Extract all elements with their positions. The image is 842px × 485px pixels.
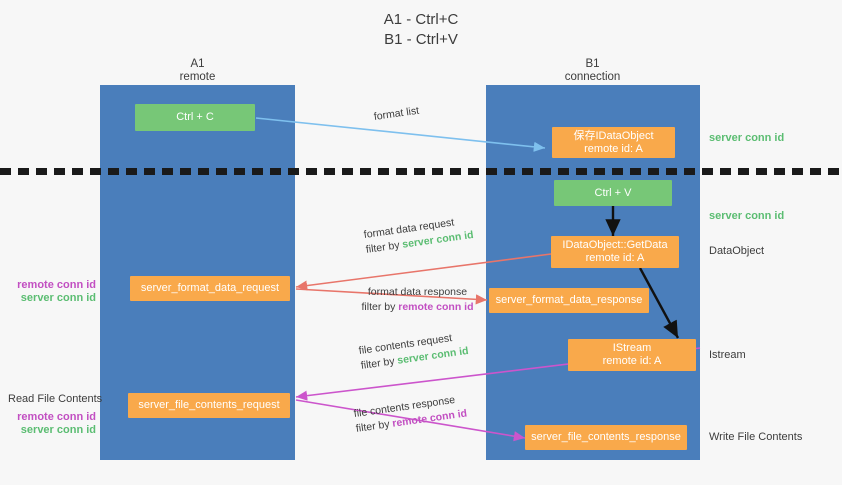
label-right-dataobject: DataObject xyxy=(709,245,765,257)
lane-header-b1-name: B1 xyxy=(585,58,600,70)
label-file-contents-response-filter-prefix: filter by xyxy=(355,417,394,435)
box-idataobject-getdata[interactable]: IDataObject::GetData remote id: A xyxy=(551,236,679,268)
label-right-server-conn-id-mid: server conn id xyxy=(709,210,785,222)
lane-header-a1-sub: remote xyxy=(179,71,216,83)
lane-header-a1: A1 remote xyxy=(140,58,255,84)
page-title: A1 - Ctrl+C B1 - Ctrl+V xyxy=(0,10,842,50)
label-right-istream: Istream xyxy=(709,349,746,361)
label-format-list-text: format list xyxy=(373,104,420,123)
box-ctrl-v[interactable]: Ctrl + V xyxy=(554,180,672,206)
label-format-data-response-filter-key: remote conn id xyxy=(398,301,474,313)
title-line-1: A1 - Ctrl+C xyxy=(383,11,459,28)
label-file-contents-request-filter-prefix: filter by xyxy=(360,354,399,372)
box-istream[interactable]: IStream remote id: A xyxy=(568,339,696,371)
dashed-divider xyxy=(0,168,842,175)
label-file-contents-response: file contents response filter by remote … xyxy=(353,392,468,437)
label-format-list: format list xyxy=(373,104,420,125)
box-server-file-contents-request[interactable]: server_file_contents_request xyxy=(128,393,290,418)
label-left-read-file-contents: Read File Contents xyxy=(8,393,103,405)
box-idataobject-getdata-line2: remote id: A xyxy=(585,252,645,264)
label-left-conn-ids-upper: remote conn id server conn id xyxy=(12,279,96,305)
label-format-data-request: format data request filter by server con… xyxy=(363,213,475,258)
box-server-format-data-request[interactable]: server_format_data_request xyxy=(130,276,290,301)
box-idataobject-save-line1: 保存IDataObject xyxy=(573,129,654,142)
box-ctrl-v-label: Ctrl + V xyxy=(594,186,632,199)
box-server-format-data-response[interactable]: server_format_data_response xyxy=(489,288,649,313)
lane-header-b1: B1 connection xyxy=(535,58,650,84)
label-right-server-conn-id-top: server conn id xyxy=(709,132,785,144)
label-left-remote-conn-id-upper: remote conn id xyxy=(17,279,96,291)
label-right-write-file-contents: Write File Contents xyxy=(709,431,803,443)
label-left-remote-conn-id-lower: remote conn id xyxy=(17,411,96,423)
lane-header-b1-sub: connection xyxy=(564,71,621,83)
box-istream-line2: remote id: A xyxy=(602,355,662,367)
box-ctrl-c[interactable]: Ctrl + C xyxy=(135,104,255,131)
box-server-file-contents-response-label: server_file_contents_response xyxy=(531,431,681,443)
label-format-data-response-filter-prefix: filter by xyxy=(361,301,399,313)
box-idataobject-save-line2: remote id: A xyxy=(584,142,643,155)
title-line-2: B1 - Ctrl+V xyxy=(384,31,458,48)
label-left-server-conn-id-lower: server conn id xyxy=(20,424,96,436)
lane-header-a1-name: A1 xyxy=(190,58,205,70)
box-server-file-contents-response[interactable]: server_file_contents_response xyxy=(525,425,687,450)
label-format-data-request-filter-prefix: filter by xyxy=(365,238,404,256)
box-istream-line1: IStream xyxy=(612,342,652,354)
label-left-server-conn-id-upper: server conn id xyxy=(20,292,96,304)
box-ctrl-c-label: Ctrl + C xyxy=(176,111,214,123)
label-format-data-response: format data response filter by remote co… xyxy=(335,285,500,315)
label-left-conn-ids-lower: remote conn id server conn id xyxy=(12,411,96,437)
box-server-format-data-request-label: server_format_data_request xyxy=(140,282,280,294)
box-idataobject-getdata-line1: IDataObject::GetData xyxy=(562,239,668,251)
label-format-data-response-text: format data response xyxy=(367,286,468,298)
box-server-file-contents-request-label: server_file_contents_request xyxy=(138,399,280,411)
box-idataobject-save[interactable]: 保存IDataObject remote id: A xyxy=(552,127,675,158)
label-file-contents-request: file contents request filter by server c… xyxy=(358,329,470,374)
box-server-format-data-response-label: server_format_data_response xyxy=(495,294,643,306)
